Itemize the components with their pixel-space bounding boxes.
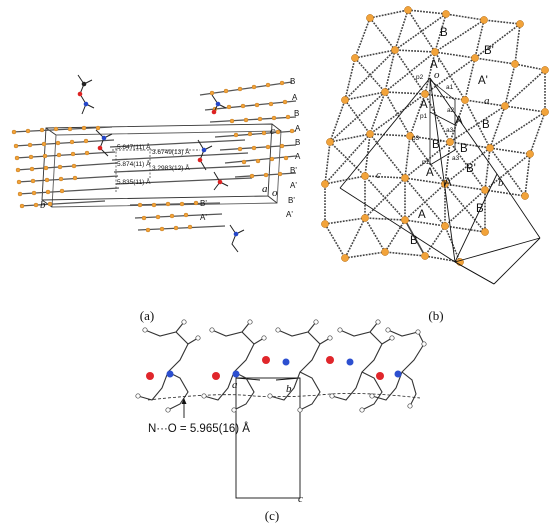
distance-label-1: 5.647(11) Å	[117, 142, 151, 151]
panel-b-unit-cell	[339, 77, 541, 285]
site-label: A'	[430, 59, 440, 71]
panel-a-axis-a: a	[262, 183, 268, 195]
param-label: p1	[420, 113, 428, 120]
stack-label: A	[295, 152, 301, 161]
panel-b-axis-c: c	[376, 169, 381, 181]
stack-label: B'	[288, 196, 295, 205]
distance-label-4: 5.874(11) Å	[117, 159, 151, 168]
panel-b-layer-network: B B' A' A' A A A A B' B B' B B A B p2 a1…	[321, 6, 549, 323]
site-label: B'	[484, 45, 494, 57]
param-label: p2	[416, 74, 424, 81]
panel-b-axis-b: b	[498, 177, 504, 189]
panel-c-axis-b: b	[286, 383, 292, 395]
panel-a-contacts	[112, 148, 200, 192]
site-label: B'	[466, 163, 476, 175]
panel-c-distance-label: N···O = 5.965(16) Å	[148, 422, 250, 435]
stack-label: B	[295, 138, 300, 147]
param-label: p3	[412, 135, 420, 142]
panel-b-axis-o: o	[434, 69, 440, 81]
panel-c-molecules	[137, 321, 425, 411]
panel-a-axis-c: c	[270, 125, 275, 137]
stack-label: B'	[200, 199, 207, 208]
site-label: A	[420, 99, 428, 111]
panel-a-stack-labels: B A B A B A B' A' B' A' B' A'	[200, 77, 301, 222]
site-label: A	[444, 177, 452, 189]
distance-label-5: 5.835(11) Å	[117, 177, 151, 186]
panel-a-hetero-atoms	[77, 81, 239, 237]
param-label: p1	[422, 159, 430, 166]
panel-b-axis-a: a	[484, 95, 490, 107]
site-label: A'	[478, 75, 488, 87]
panel-b-caption: (b)	[428, 308, 443, 323]
site-label: B	[410, 235, 418, 247]
panel-a-unit-cell	[41, 123, 282, 208]
param-label: a3	[452, 155, 460, 162]
stack-label: B	[290, 77, 295, 86]
site-label: A	[426, 167, 434, 179]
panel-c-caption: (c)	[265, 508, 279, 523]
panel-c-axis-c: c	[298, 493, 303, 505]
stack-label: B'	[290, 166, 297, 175]
panel-a-axis-b: b	[40, 199, 46, 211]
stack-label: B	[294, 109, 299, 118]
panel-c-hydrogen-atoms	[135, 319, 427, 413]
panel-a-axis-o: o	[272, 187, 278, 199]
param-label: a2	[447, 107, 455, 114]
distance-label-2: 3.6749(13) Å	[152, 147, 190, 156]
panel-b-vectors	[429, 79, 456, 166]
site-label: B	[482, 119, 490, 131]
param-label: a1	[446, 84, 454, 91]
panel-a-caption: (a)	[140, 308, 154, 323]
stack-label: A'	[286, 210, 293, 219]
stack-label: A'	[290, 181, 297, 190]
panel-b-nodes	[321, 6, 549, 266]
panel-c-arrow	[181, 398, 187, 418]
distance-label-3: 3.2983(12) Å	[152, 163, 190, 172]
panel-a-atoms	[11, 80, 295, 233]
panel-c-molecular-chain: N···O = 5.965(16) Å a b c (c)	[135, 319, 427, 523]
stack-label: A	[295, 124, 301, 133]
site-label: B	[460, 143, 468, 155]
panel-c-unit-cell	[235, 377, 301, 499]
site-label: A	[455, 115, 463, 127]
stack-label: A'	[200, 213, 207, 222]
site-label: B	[440, 27, 448, 39]
panel-c-atoms	[146, 356, 402, 380]
site-label: B'	[432, 139, 442, 151]
panel-b-param-labels: p2 a1 a2 p1 p3 p1 a3 a3	[412, 74, 460, 166]
panel-b-letters: B B' A' A' A A A A B' B B' B B A B	[410, 27, 494, 247]
site-label: A	[418, 209, 426, 221]
panel-b-network	[324, 9, 546, 263]
site-label: B	[476, 203, 484, 215]
stack-label: A	[292, 93, 298, 102]
panel-a-crystal-packing: 5.647(11) Å 3.6749(13) Å 3.2983(12) Å 5.…	[11, 74, 301, 323]
param-label: a3	[446, 127, 454, 134]
panel-c-axis-a: a	[232, 379, 238, 391]
panel-a-molecular-stacks	[11, 81, 297, 231]
